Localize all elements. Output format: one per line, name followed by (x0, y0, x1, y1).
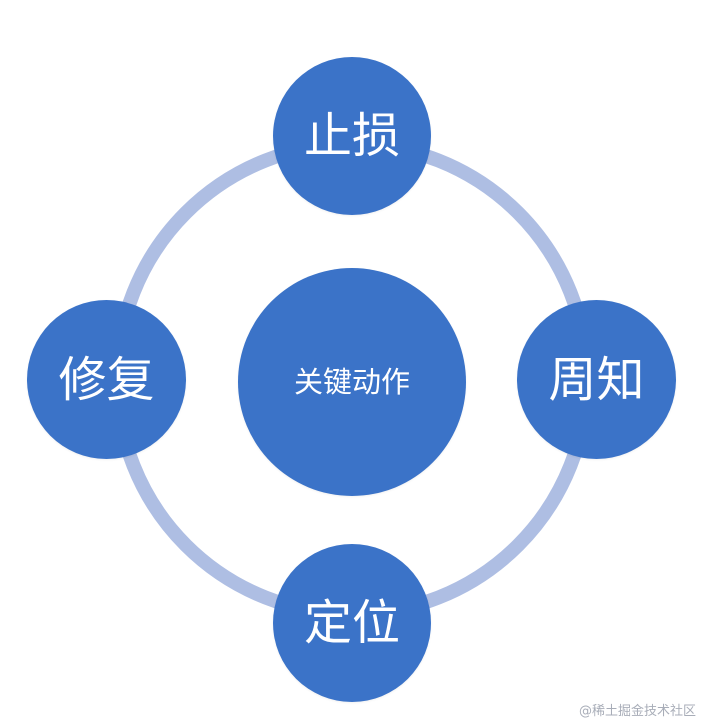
stop-loss-node: 止损 (273, 57, 431, 215)
watermark-text: @稀土掘金技术社区 (578, 704, 696, 719)
key-action-label: 关键动作 (293, 364, 410, 399)
locate-node: 定位 (273, 544, 431, 702)
stop-loss-label: 止损 (303, 108, 400, 164)
locate-label: 定位 (303, 595, 400, 651)
notify-label: 周知 (548, 351, 645, 408)
repair-label: 修复 (58, 351, 155, 408)
key-action-node: 关键动作 (238, 268, 466, 496)
notify-node: 周知 (517, 300, 676, 459)
repair-node: 修复 (27, 300, 186, 459)
